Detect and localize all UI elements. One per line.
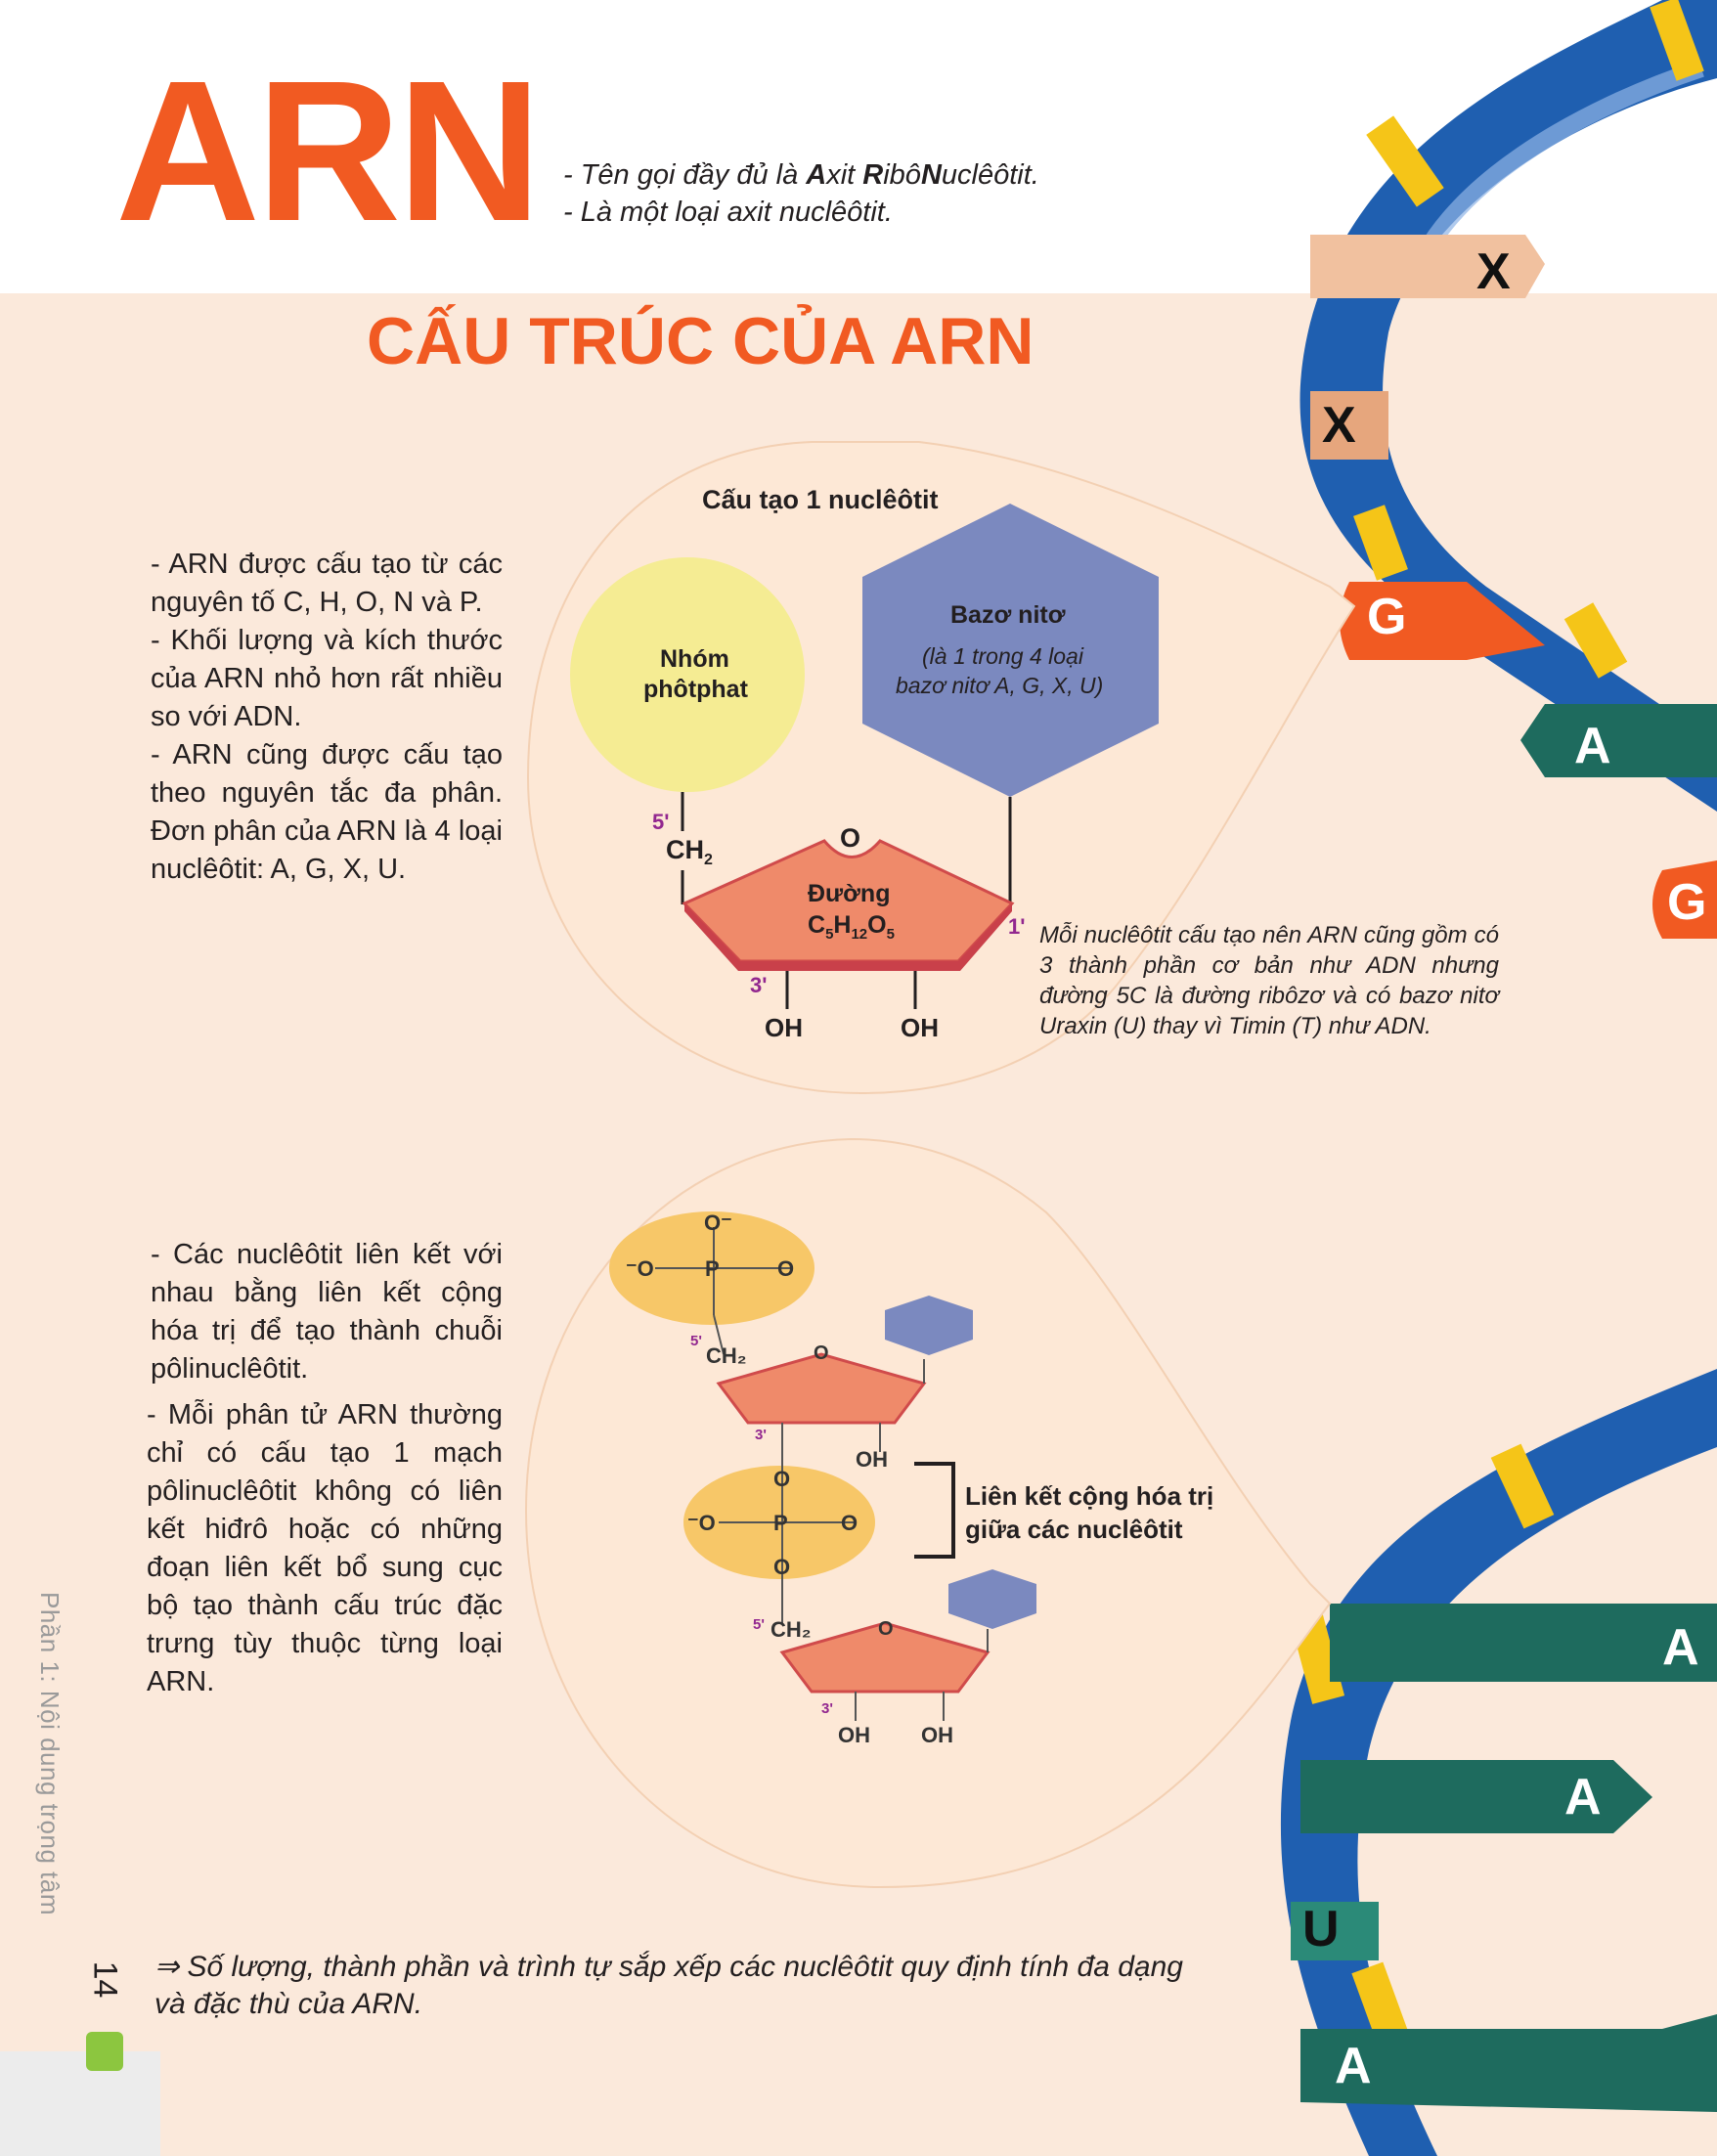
nucleotide-note: Mỗi nuclêôtit cấu tạo nên ARN cũng gồm c… — [1039, 922, 1499, 1039]
dna-letter-g1: G — [1367, 589, 1406, 645]
structure-text-2: - Các nuclêôtit liên kết với nhau bằng l… — [151, 1239, 503, 1385]
phosphate-label-2: phôtphat — [643, 676, 749, 703]
nucleotide-title: Cấu tạo 1 nuclêôtit — [702, 485, 939, 514]
chain-o-right-1: O — [777, 1256, 794, 1281]
dna-letter-a1: A — [1574, 718, 1611, 774]
intro-line-2: - Là một loại axit nuclêôtit. — [563, 197, 893, 228]
dna-helix-top — [1299, 0, 1717, 939]
dna-letter-g2: G — [1667, 874, 1706, 931]
phosphate-circle — [570, 557, 805, 792]
conclusion: ⇒ Số lượng, thành phần và trình tự sắp x… — [154, 1949, 1250, 2023]
structure-point-3: - ARN cũng được cấu tạo theo nguyên tắc … — [151, 739, 503, 885]
chain-pos-5-1: 5' — [690, 1333, 702, 1349]
structure-text-1: - ARN được cấu tạo từ các nguyên tố C, H… — [151, 546, 503, 889]
base-hexagon — [862, 504, 1159, 797]
chain-o-mid-bottom: O — [773, 1555, 790, 1579]
conclusion-line-2: và đặc thù của ARN. — [154, 1988, 423, 2020]
chain-ch2-1: CH₂ — [706, 1343, 747, 1368]
chain-p-2: P — [773, 1511, 788, 1535]
chain-pos-3-2: 3' — [821, 1700, 833, 1717]
bond-bracket — [914, 1462, 955, 1559]
chain-p-1: P — [705, 1256, 720, 1281]
chain-ch2-2: CH₂ — [770, 1617, 812, 1642]
bond-label-1: Liên kết cộng hóa trị — [965, 1481, 1213, 1511]
dna-letter-u: U — [1302, 1901, 1340, 1958]
structure-text-3: - Mỗi phân tử ARN thường chỉ có cấu tạo … — [147, 1399, 503, 1697]
page-number: 14 — [86, 1960, 124, 1999]
chain-o-minus-left-1: ⁻O — [626, 1256, 654, 1281]
base-sub-1: (là 1 trong 4 loại — [922, 643, 1084, 669]
chain-oh-2a: OH — [838, 1723, 870, 1747]
chain-o-mid-top: O — [773, 1467, 790, 1491]
chain-oh-2b: OH — [921, 1723, 953, 1747]
structure-point-2: - Khối lượng và kích thước của ARN nhỏ h… — [151, 625, 503, 732]
dna-letter-x2: X — [1322, 397, 1356, 454]
chain-oh-1: OH — [856, 1447, 888, 1472]
page-tab-marker — [86, 2032, 123, 2071]
intro-text: - Tên gọi đầy đủ là Axit RibôNuclêôtit. … — [563, 156, 1039, 231]
chain-ring-o-2: O — [878, 1618, 894, 1640]
dna-helix-bottom — [1280, 1369, 1717, 2156]
oh-left-label: OH — [765, 1013, 803, 1042]
pos-3-label: 3' — [750, 973, 767, 997]
base-sub-2: bazơ nitơ A, G, X, U) — [896, 673, 1103, 698]
oh-right-label: OH — [901, 1013, 939, 1042]
pos-1-label: 1' — [1008, 914, 1025, 939]
sidebar-section-label: Phần 1: Nội dung trọng tâm — [35, 1592, 65, 1915]
chain-pos-5-2: 5' — [753, 1616, 765, 1633]
dna-letter-x1: X — [1476, 243, 1511, 300]
magnifier-bubble-2 — [524, 1137, 1332, 1889]
chain-diagram — [609, 1211, 1036, 1721]
chain-pos-3-1: 3' — [755, 1427, 767, 1443]
chain-o-minus-left-2: ⁻O — [687, 1511, 716, 1535]
structure-point-1: - ARN được cấu tạo từ các nguyên tố C, H… — [151, 549, 503, 618]
sugar-formula: C5H12O5 — [808, 911, 895, 943]
pos-5-label: 5' — [652, 810, 669, 834]
corner-block — [0, 2051, 160, 2156]
chain-o-minus-top: O⁻ — [704, 1210, 732, 1235]
dna-letter-a4: A — [1335, 2038, 1372, 2094]
ring-o-label: O — [840, 823, 860, 853]
chain-ring-o-1: O — [814, 1342, 829, 1364]
intro-line-1: - Tên gọi đầy đủ là Axit RibôNuclêôtit. — [563, 159, 1039, 191]
sugar-label: Đường — [808, 880, 890, 907]
dna-letter-a3: A — [1564, 1769, 1602, 1826]
base-title: Bazơ nitơ — [950, 601, 1066, 629]
phosphate-label-1: Nhóm — [660, 645, 729, 673]
page-title: ARN — [115, 39, 542, 263]
conclusion-line-1: ⇒ Số lượng, thành phần và trình tự sắp x… — [154, 1951, 1183, 1983]
chain-o-right-2: O — [841, 1511, 858, 1535]
dna-letter-a2: A — [1662, 1619, 1699, 1676]
section-title: CẤU TRÚC CỦA ARN — [367, 304, 1035, 378]
nucleotide-diagram — [570, 504, 1159, 1009]
ch2-label: CH2 — [666, 835, 713, 868]
bond-label-2: giữa các nuclêôtit — [965, 1515, 1183, 1544]
